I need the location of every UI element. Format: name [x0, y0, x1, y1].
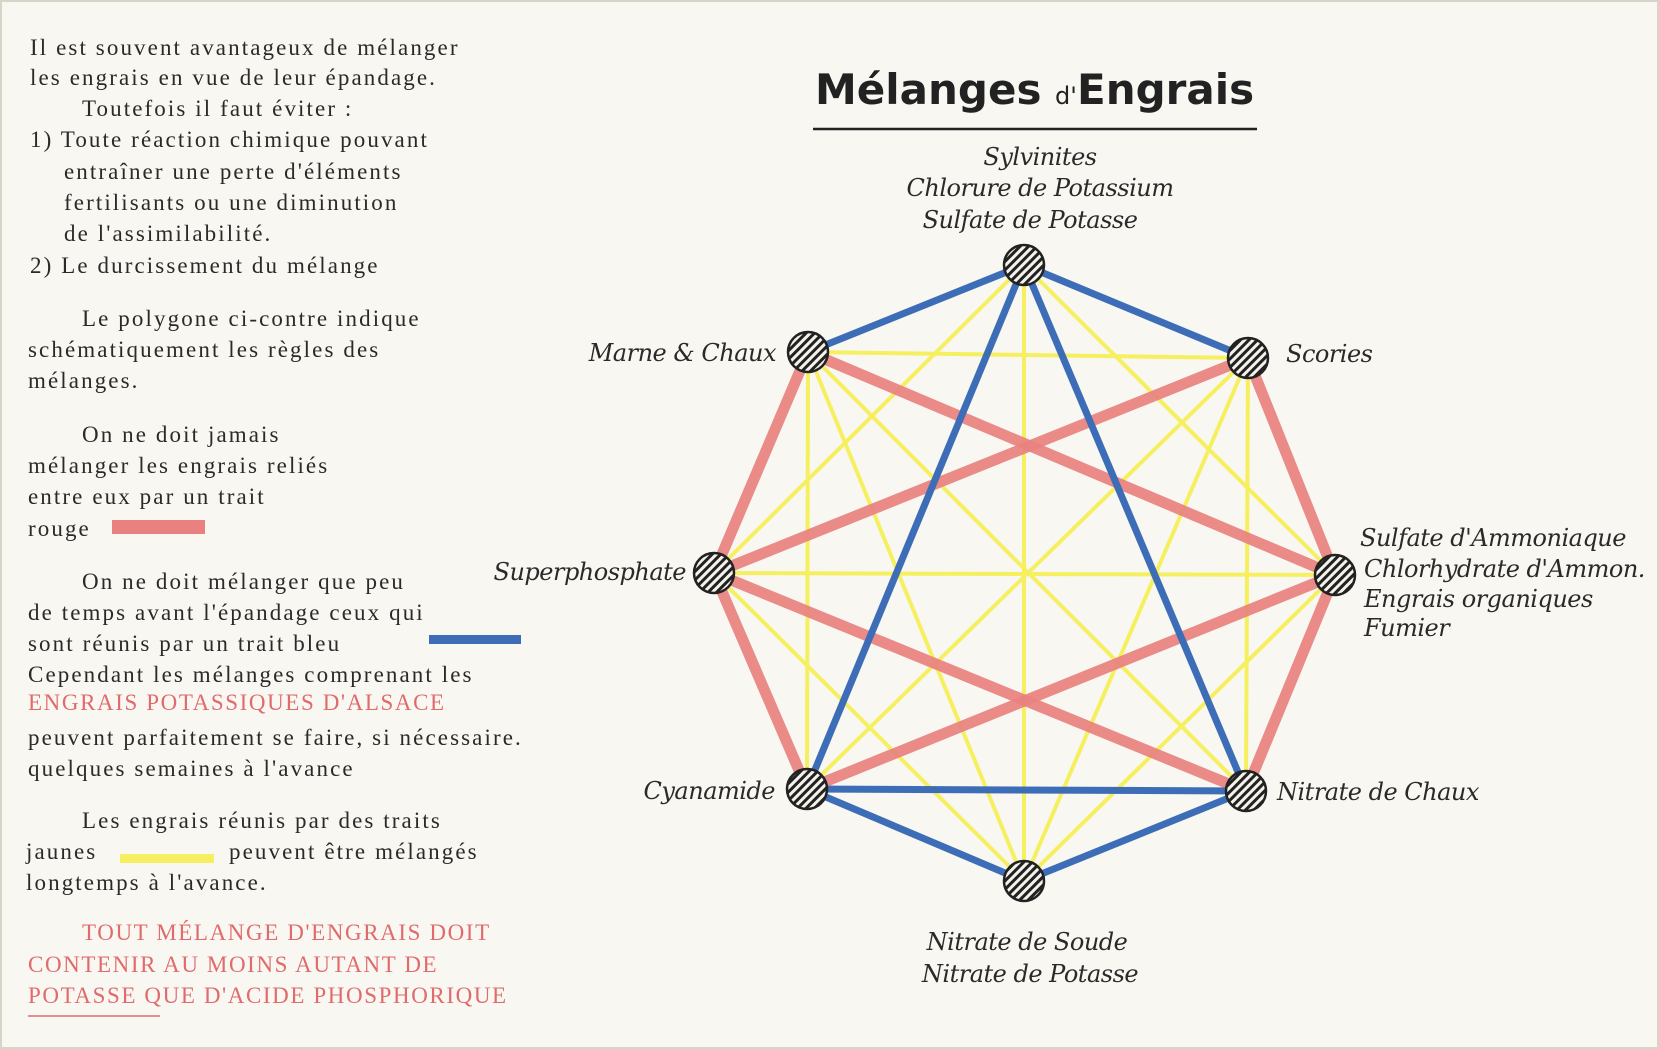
label-superphosphate: Superphosphate: [494, 558, 687, 586]
text-line: de temps avant l'épandage ceux qui: [28, 600, 425, 625]
edge-red-scories-superphosphate: [711, 352, 1251, 579]
text-line: On ne doit mélanger que peu: [82, 569, 405, 594]
edge-yellow-scories-nitrate-soude: [1022, 357, 1250, 882]
edge-blue-cyanamide-nitrate-soude: [805, 785, 1026, 885]
yellow-rule-text: Les engrais réunis par des traits jaunes…: [25, 808, 479, 895]
text-line: peuvent être mélangés: [229, 839, 479, 864]
text-line: Il est souvent avantageux de mélanger: [30, 35, 460, 60]
text-line: Les engrais réunis par des traits: [82, 808, 442, 833]
label-scories: Scories: [1286, 340, 1373, 368]
label-ammoniaque: Chlorhydrate d'Ammon.: [1364, 555, 1645, 583]
label-marne: Marne & Chaux: [588, 339, 777, 367]
intro-text: Il est souvent avantageux de mélanger le…: [30, 35, 460, 278]
edge-red-ammoniaque-nitrate-chaux: [1240, 572, 1341, 794]
edge-yellow-marne-cyanamide: [805, 351, 810, 790]
text-line: mélanger les engrais reliés: [28, 453, 329, 478]
edge-blue-nitrate-chaux-nitrate-soude: [1022, 787, 1248, 885]
label-potasse: Chlorure de Potassium: [907, 174, 1174, 202]
node-labels: Sylvinites Chlorure de Potassium Sulfate…: [494, 143, 1646, 988]
edge-red-superphosphate-nitrate-chaux: [711, 567, 1249, 797]
nodes: [692, 243, 1357, 903]
edge-blue-cyanamide-nitrate-chaux: [806, 785, 1247, 795]
edges: [708, 261, 1341, 885]
text-line: schématiquement les règles des: [28, 337, 380, 362]
edge-yellow-potasse-ammoniaque: [1022, 263, 1337, 577]
node-nitrate-soude: [1002, 859, 1046, 903]
text-line: CONTENIR AU MOINS AUTANT DE: [28, 952, 438, 977]
node-ammoniaque: [1313, 553, 1357, 597]
text-line: entraîner une perte d'éléments: [64, 159, 403, 184]
label-ammoniaque: Sulfate d'Ammoniaque: [1360, 524, 1626, 552]
node-potasse: [1002, 243, 1046, 287]
edge-red-superphosphate-cyanamide: [708, 570, 813, 792]
title-connector: d': [1055, 82, 1077, 110]
edge-red-marne-superphosphate: [708, 349, 814, 576]
text-line: longtemps à l'avance.: [26, 870, 268, 895]
text-line: quelques semaines à l'avance: [28, 756, 355, 781]
label-nitrate-soude: Nitrate de Soude: [926, 928, 1128, 956]
edge-yellow-marne-scories: [807, 350, 1249, 360]
text-line: rouge: [28, 516, 91, 541]
text-line: 1) Toute réaction chimique pouvant: [30, 127, 429, 152]
text-line: POTASSE QUE D'ACIDE PHOSPHORIQUE: [28, 983, 508, 1008]
text-line: 2) Le durcissement du mélange: [30, 253, 380, 278]
node-superphosphate: [692, 551, 736, 595]
polygon-text: Le polygone ci-contre indique schématiqu…: [28, 306, 421, 393]
edge-blue-potasse-scories: [1022, 261, 1250, 362]
text-line: On ne doit jamais: [82, 422, 281, 447]
red-line-swatch: [112, 520, 205, 534]
title-word-2: Engrais: [1077, 65, 1254, 114]
page-title: Mélanges d' Engrais: [813, 65, 1257, 131]
text-line: entre eux par un trait: [28, 484, 266, 509]
edge-yellow-ammoniaque-nitrate-soude: [1022, 573, 1337, 883]
red-rule-text: On ne doit jamais mélanger les engrais r…: [28, 422, 329, 541]
blue-rule-text: On ne doit mélanger que peu de temps ava…: [28, 569, 523, 781]
label-potasse: Sylvinites: [983, 143, 1096, 171]
edge-blue-potasse-marne: [806, 261, 1026, 356]
node-marne: [786, 330, 830, 374]
edge-yellow-superphosphate-nitrate-soude: [712, 571, 1026, 883]
edge-blue-potasse-nitrate-chaux: [1020, 263, 1250, 793]
text-line: fertilisants ou une diminution: [64, 190, 399, 215]
label-ammoniaque: Fumier: [1363, 614, 1451, 642]
label-nitrate-soude: Nitrate de Potasse: [921, 960, 1138, 988]
text-line: Toutefois il faut éviter :: [82, 96, 353, 121]
text-line: sont réunis par un trait bleu: [28, 631, 341, 656]
text-line: Cependant les mélanges comprenant les: [28, 662, 474, 687]
edge-yellow-superphosphate-ammoniaque: [713, 571, 1336, 577]
edge-yellow-potasse-superphosphate: [712, 263, 1026, 575]
text-line: jaunes: [25, 839, 97, 864]
conclusion-text: TOUT MÉLANGE D'ENGRAIS DOIT CONTENIR AU …: [28, 920, 508, 1017]
label-nitrate-chaux: Nitrate de Chaux: [1276, 778, 1480, 806]
text-line: Le polygone ci-contre indique: [82, 306, 421, 331]
node-cyanamide: [785, 767, 829, 811]
label-cyanamide: Cyanamide: [644, 777, 776, 805]
text-line: TOUT MÉLANGE D'ENGRAIS DOIT: [82, 920, 491, 945]
edge-blue-potasse-cyanamide: [803, 263, 1028, 791]
text-line: de l'assimilabilité.: [64, 221, 272, 246]
node-nitrate-chaux: [1224, 769, 1268, 813]
text-line: les engrais en vue de leur épandage.: [30, 65, 437, 90]
edge-red-scories-ammoniaque: [1242, 355, 1341, 578]
text-line: peuvent parfaitement se faire, si nécess…: [28, 725, 523, 750]
text-line: mélanges.: [28, 368, 140, 393]
node-scories: [1226, 336, 1270, 380]
yellow-line-swatch: [120, 854, 214, 863]
edge-red-ammoniaque-cyanamide: [804, 569, 1338, 795]
alsace-highlight: ENGRAIS POTASSIQUES D'ALSACE: [28, 690, 446, 715]
label-ammoniaque: Engrais organiques: [1363, 585, 1593, 613]
title-word-1: Mélanges: [815, 65, 1041, 114]
edge-red-marne-ammoniaque: [805, 346, 1338, 581]
blue-line-swatch: [429, 635, 521, 644]
label-potasse: Sulfate de Potasse: [923, 206, 1138, 234]
